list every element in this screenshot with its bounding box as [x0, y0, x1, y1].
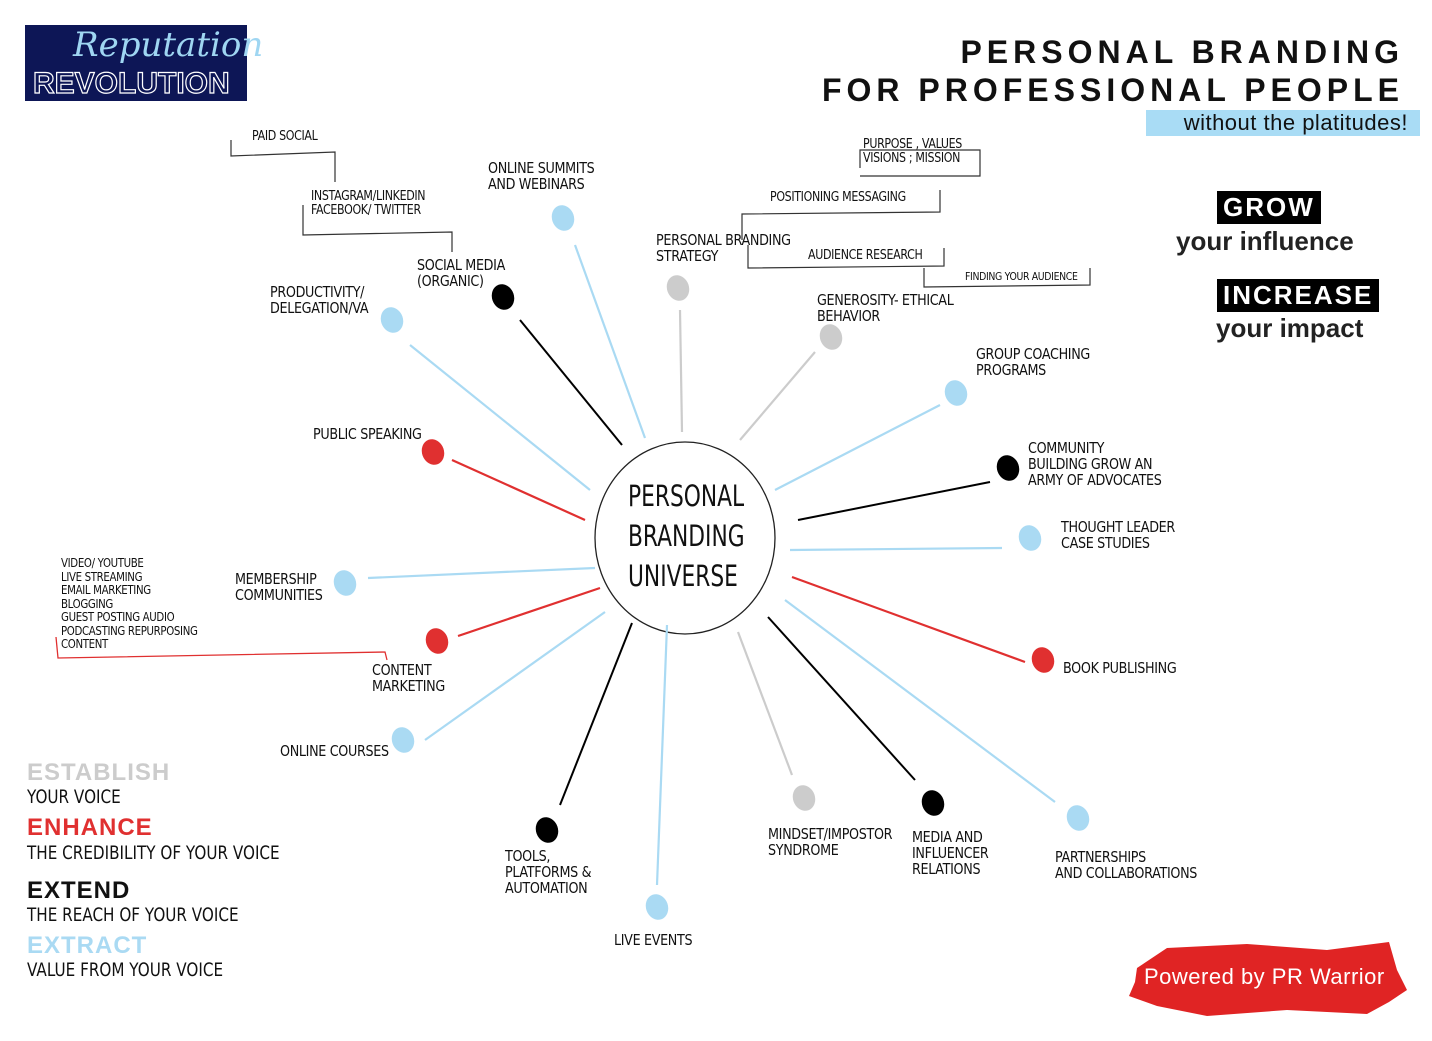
grow-badge: GROW	[1217, 191, 1321, 224]
node-label: Content Marketing	[372, 661, 445, 695]
audience-research-label: Audience Research	[808, 248, 923, 263]
spoke-line	[784, 599, 1056, 803]
node-label: Social Media (Organic)	[417, 256, 505, 290]
spoke-line	[767, 616, 916, 781]
node-label: Community Building Grow an Army of Advoc…	[1028, 439, 1162, 489]
spoke-line	[457, 586, 601, 638]
node-label: Media and Influencer Relations	[912, 828, 989, 878]
node-dot	[551, 205, 575, 231]
node-dot	[666, 275, 690, 301]
stage-extend-title: EXTEND	[27, 877, 131, 904]
positioning-label: Positioning Messaging	[770, 190, 906, 205]
node-label: Public Speaking	[313, 425, 422, 443]
spoke-line	[451, 458, 586, 522]
spoke-line	[797, 481, 991, 521]
content-types-label: Video/ YouTube Live Streaming Email Mark…	[61, 556, 198, 651]
node-dot	[535, 817, 559, 843]
node-dot	[819, 324, 843, 350]
tagline: without the platitudes!	[1146, 110, 1420, 136]
node-dot	[1031, 647, 1055, 673]
node-label: Productivity/ Delegation/VA	[270, 283, 369, 317]
content-bracket	[55, 636, 388, 661]
node-label: Thought Leader Case Studies	[1061, 518, 1175, 552]
node-dot	[391, 727, 415, 753]
node-label: Group Coaching Programs	[976, 345, 1090, 379]
logo-script: Reputation	[73, 25, 264, 65]
node-label: Book Publishing	[1063, 659, 1177, 677]
increase-subtitle: your impact	[1216, 313, 1364, 343]
node-label: Generosity- Ethical Behavior	[817, 291, 954, 325]
spoke-line	[774, 404, 941, 491]
node-label: Partnerships and Collaborations	[1055, 848, 1198, 882]
spoke-line	[739, 351, 816, 441]
stage-establish-desc: Your Voice	[27, 786, 121, 808]
stage-enhance-desc: The Credibility of Your Voice	[27, 842, 280, 864]
spoke-line	[519, 319, 623, 446]
node-dot	[944, 380, 968, 406]
node-dot	[921, 790, 945, 816]
center-label: Personal Branding Universe	[628, 479, 745, 593]
node-label: Mindset/Impostor Syndrome	[768, 825, 893, 859]
node-dot	[645, 894, 669, 920]
finding-audience-label: Finding Your Audience	[965, 270, 1078, 283]
node-dot	[421, 439, 445, 465]
node-label: Personal Branding Strategy	[656, 231, 791, 265]
powered-by-text: Powered by PR Warrior	[1144, 964, 1385, 989]
sub-item-brackets	[230, 140, 1091, 288]
logo-word: REVOLUTION	[32, 66, 230, 100]
spoke-line	[655, 624, 669, 886]
stage-extract-desc: Value from Your Voice	[27, 959, 224, 981]
node-dot	[425, 628, 449, 654]
purpose-label: Purpose , Values Visions ; Mission	[863, 137, 962, 166]
node-dot	[1018, 525, 1042, 551]
spoke-line	[559, 622, 633, 806]
spoke-line	[367, 566, 596, 580]
title-line-2: FOR PROFESSIONAL PEOPLE	[821, 72, 1404, 108]
node-dot	[491, 284, 515, 310]
node-dot	[333, 570, 357, 596]
stage-enhance-title: ENHANCE	[27, 814, 153, 841]
node-label: Tools, Platforms & Automation	[505, 847, 592, 897]
spoke-line	[678, 309, 684, 433]
grow-subtitle: your influence	[1176, 226, 1354, 256]
node-dot	[792, 785, 816, 811]
paid-social-label: Paid Social	[252, 129, 318, 144]
spoke-line	[409, 344, 591, 491]
stage-extract-title: EXTRACT	[27, 932, 148, 959]
spoke-line	[424, 611, 606, 741]
increase-badge: INCREASE	[1217, 279, 1380, 312]
node-dot	[380, 307, 404, 333]
stage-extend-desc: The Reach of Your Voice	[27, 904, 239, 926]
node-dot	[996, 455, 1020, 481]
node-label: Online Courses	[280, 742, 389, 760]
spoke-line	[789, 546, 1003, 552]
paint-splash-icon	[1129, 942, 1407, 1016]
node-label: Online Summits and Webinars	[488, 159, 595, 193]
node-dot	[1066, 805, 1090, 831]
node-label: Membership Communities	[235, 570, 323, 604]
platforms-label: Instagram/LinkedIn Facebook/ Twitter	[311, 189, 426, 218]
logo: Reputation REVOLUTION	[25, 25, 263, 101]
title-line-1: PERSONAL BRANDING	[960, 34, 1404, 70]
center-circle	[594, 441, 776, 635]
node-label: Live Events	[614, 931, 693, 949]
spoke-line	[736, 631, 794, 776]
stage-establish-title: ESTABLISH	[27, 759, 171, 786]
spoke-line	[573, 244, 647, 439]
powered-by-badge: Powered by PR Warrior	[1127, 940, 1407, 1016]
spoke-line	[791, 575, 1026, 664]
